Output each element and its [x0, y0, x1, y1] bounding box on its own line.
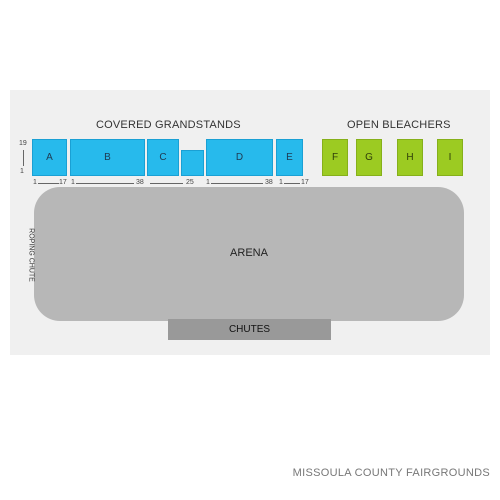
open-bleachers-heading: OPEN BLEACHERS	[347, 119, 451, 131]
section-g-label: G	[365, 152, 373, 163]
dim-b-end: 38	[136, 179, 144, 186]
section-c-annex[interactable]	[181, 150, 204, 176]
chutes[interactable]: CHUTES	[168, 319, 331, 340]
dim-e-start: 1	[279, 179, 283, 186]
section-h-label: H	[406, 152, 414, 163]
arena[interactable]: ARENA	[34, 187, 464, 321]
section-c-label: C	[159, 152, 167, 163]
dim-a-line	[38, 183, 59, 184]
dim-e-end: 17	[301, 179, 309, 186]
section-h[interactable]: H	[397, 139, 423, 176]
arena-label: ARENA	[230, 247, 268, 259]
section-a-label: A	[46, 152, 53, 163]
dim-c-end: 25	[186, 179, 194, 186]
venue-name: MISSOULA COUNTY FAIRGROUNDS	[292, 467, 490, 479]
section-i-label: I	[448, 152, 452, 163]
dim-a-end: 17	[59, 179, 67, 186]
section-b[interactable]: B	[70, 139, 145, 176]
chutes-label: CHUTES	[228, 324, 271, 335]
section-g[interactable]: G	[356, 139, 382, 176]
covered-grandstands-heading: COVERED GRANDSTANDS	[96, 119, 241, 131]
section-b-label: B	[104, 152, 111, 163]
section-i[interactable]: I	[437, 139, 463, 176]
dim-b-start: 1	[71, 179, 75, 186]
section-e[interactable]: E	[276, 139, 303, 176]
dim-b-line	[76, 183, 134, 184]
dim-d-line	[211, 183, 263, 184]
section-d[interactable]: D	[206, 139, 273, 176]
section-e-label: E	[286, 152, 293, 163]
row-scale-bottom: 1	[20, 168, 24, 175]
roping-chute-label: ROPING CHUTE	[27, 228, 35, 282]
section-c[interactable]: C	[147, 139, 179, 176]
dim-a-start: 1	[33, 179, 37, 186]
row-scale-line	[23, 150, 24, 166]
section-d-label: D	[235, 152, 244, 163]
dim-c-line	[150, 183, 183, 184]
dim-d-end: 38	[265, 179, 273, 186]
section-f[interactable]: F	[322, 139, 348, 176]
section-a[interactable]: A	[32, 139, 67, 176]
dim-e-line	[284, 183, 300, 184]
dim-d-start: 1	[206, 179, 210, 186]
section-f-label: F	[331, 152, 339, 163]
row-scale-top: 19	[19, 140, 27, 147]
